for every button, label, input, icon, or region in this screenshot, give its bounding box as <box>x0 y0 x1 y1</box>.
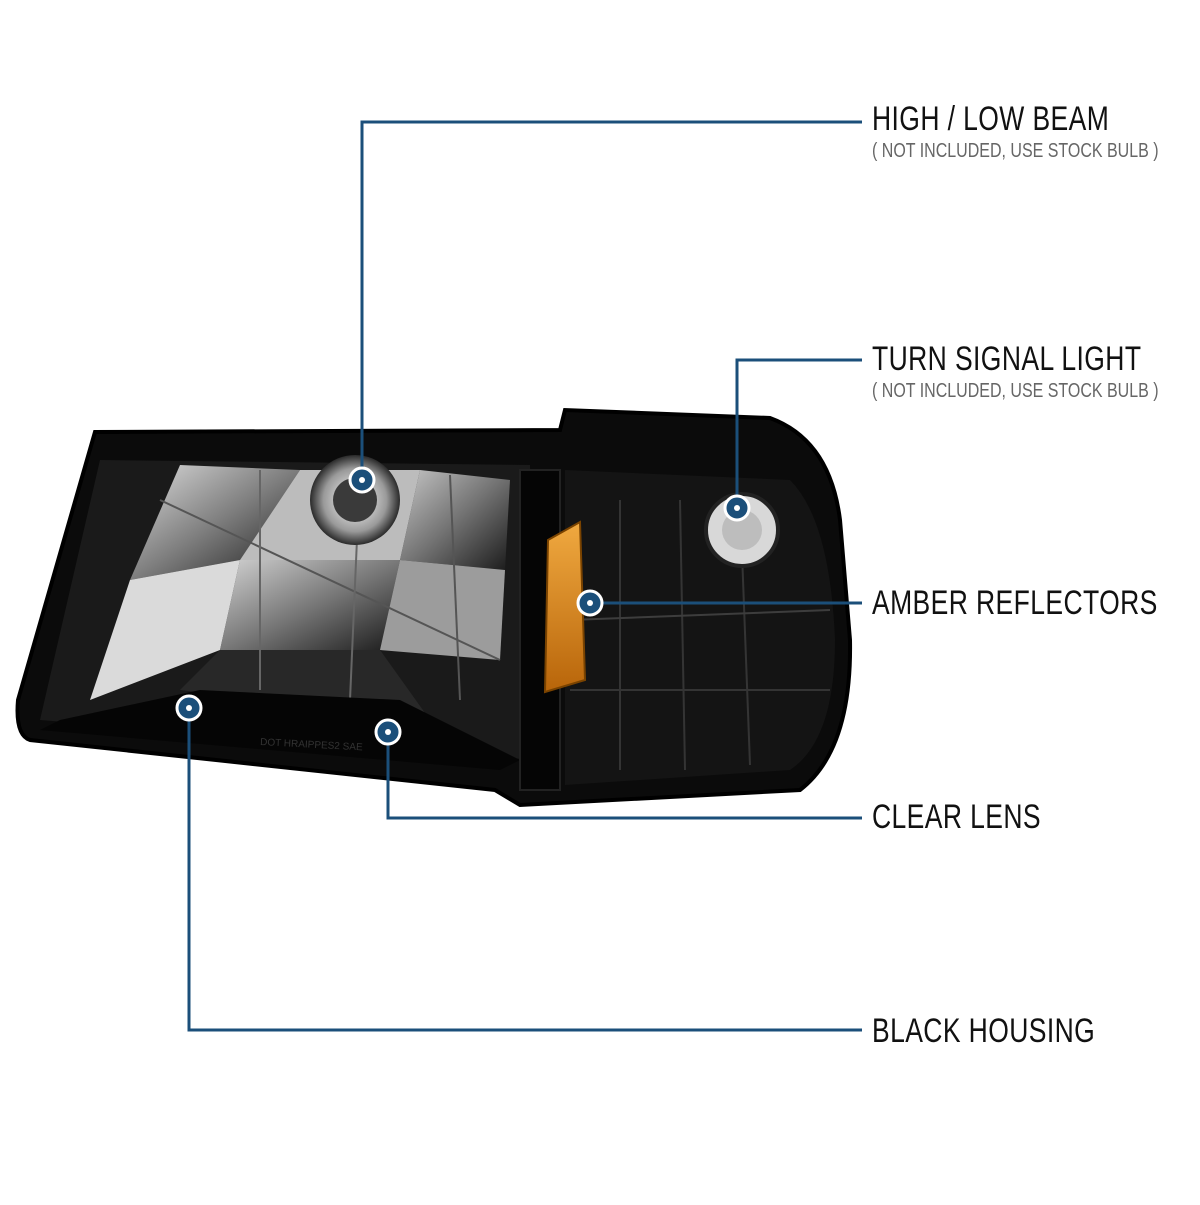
callout-line-high-low-beam <box>360 120 862 480</box>
callout-dots <box>175 466 751 746</box>
callout-lines <box>187 120 862 1032</box>
note-turn-signal-light: ( NOT INCLUDED, USE STOCK BULB ) <box>872 380 1159 402</box>
label-high-low-beam: HIGH / LOW BEAM <box>872 100 1110 138</box>
label-clear-lens: CLEAR LENS <box>872 798 1041 836</box>
reflector-facets <box>90 465 510 720</box>
corner-lamp-area <box>565 470 835 785</box>
callout-line-clear-lens <box>386 732 862 820</box>
callout-line-turn-signal <box>735 358 862 508</box>
note-high-low-beam: ( NOT INCLUDED, USE STOCK BULB ) <box>872 140 1159 162</box>
label-amber-reflectors: AMBER REFLECTORS <box>872 584 1158 622</box>
label-turn-signal-light: TURN SIGNAL LIGHT <box>872 340 1142 378</box>
label-black-housing: BLACK HOUSING <box>872 1012 1096 1050</box>
amber-reflector <box>543 520 587 694</box>
lens-marking: DOT HRAIPPES2 SAE <box>260 737 363 753</box>
callout-line-black-housing <box>187 708 862 1032</box>
